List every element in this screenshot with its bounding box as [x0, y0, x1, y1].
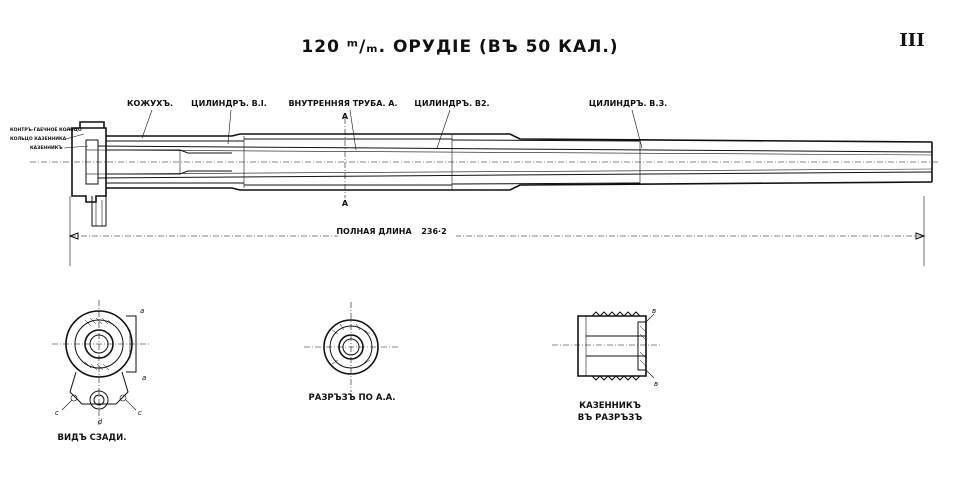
rear-outer-ring — [65, 310, 133, 378]
barrel-upper-outline — [106, 133, 933, 143]
label-ring1: КОНТРЪ-ГАЕЧНОЕ КОЛЬЦО — [10, 127, 82, 133]
overall-length-value: 236·2 — [421, 227, 446, 236]
barrel-lower-outline — [106, 181, 933, 191]
label-cylinder-b3: ЦИЛИНДРЪ. В.З. — [589, 99, 667, 108]
breech-section-view: в в КАЗЕННИКЪ ВЪ РАЗРЪЗЪ — [552, 307, 660, 423]
section-outer-circle — [323, 319, 379, 375]
breech-section-caption-2: ВЪ РАЗРЪЗЪ — [578, 413, 643, 423]
letter-b-top: в — [652, 307, 656, 315]
drawing-title: 120 ᵐ/ₘ. ОРУДІЕ (ВЪ 50 КАЛ.) — [301, 37, 618, 57]
rear-view: а а с с d ВИДЪ СЗАДИ. — [52, 300, 150, 443]
breech-section-collar — [637, 321, 647, 371]
breech-lug — [91, 196, 107, 227]
letter-a-top: а — [140, 307, 144, 315]
letter-d: d — [98, 418, 103, 426]
label-breech: КАЗЕННИКЪ — [30, 145, 63, 151]
label-cylinder-b2: ЦИЛИНДРЪ. В2. — [414, 99, 489, 108]
inner-tube-upper — [97, 145, 933, 153]
breech-section-outline — [577, 315, 647, 377]
label-cylinder-b1: ЦИЛИНДРЪ. В.І. — [191, 99, 267, 108]
section-aa-caption: РАЗРЪЗЪ ПО А.А. — [309, 393, 396, 403]
letter-c-left: с — [55, 409, 59, 417]
gun-longitudinal-view: А А КОЖУХЪ. ЦИЛИНДРЪ. В.І. ВНУТРЕННЯЯ ТР… — [10, 99, 940, 266]
rear-side-bracket — [126, 315, 137, 373]
breech-block — [85, 139, 99, 185]
breech-section-caption-1: КАЗЕННИКЪ — [579, 401, 641, 411]
rear-lower-lug — [69, 371, 129, 405]
rear-view-caption: ВИДЪ СЗАДИ. — [58, 433, 127, 443]
label-inner-tube: ВНУТРЕННЯЯ ТРУБА. А. — [288, 99, 397, 108]
section-aa-view: РАЗРЪЗЪ ПО А.А. — [304, 302, 398, 403]
letter-c-right: с — [138, 409, 142, 417]
label-ring2: КОЛЬЦО КАЗЕННИКА — [10, 136, 67, 142]
letter-b-bottom: в — [654, 380, 658, 388]
section-mark-bottom: А — [342, 199, 349, 208]
letter-a-side: а — [142, 374, 146, 382]
plate-number: III — [899, 30, 924, 51]
section-mark-top: А — [342, 112, 349, 121]
powder-chamber — [106, 149, 232, 175]
overall-length-label: ПОЛНАЯ ДЛИНА — [336, 227, 412, 236]
inner-tube-lower — [97, 171, 933, 179]
label-jacket: КОЖУХЪ. — [127, 99, 173, 108]
breech-ring-outline — [71, 127, 107, 203]
